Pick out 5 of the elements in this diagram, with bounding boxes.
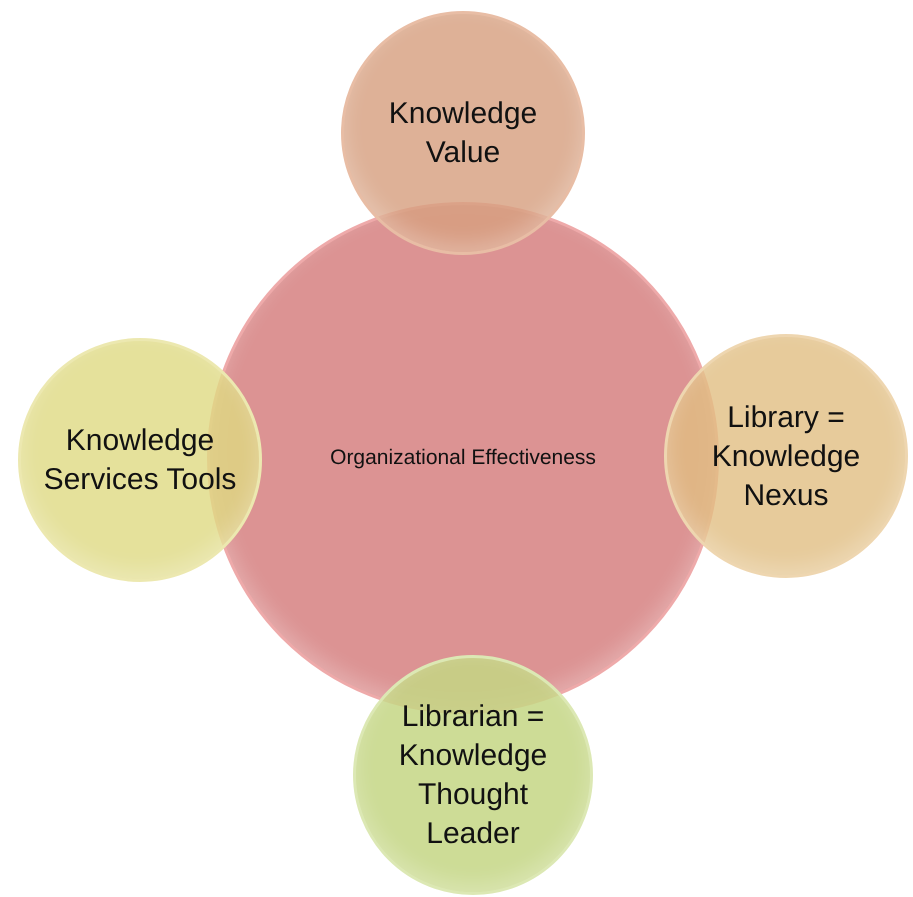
- node-label: Organizational Effectiveness: [330, 445, 596, 472]
- node-label: Library = Knowledge Nexus: [710, 400, 862, 514]
- node-label: Knowledge Value: [388, 96, 538, 171]
- node-label: Librarian = Knowledge Thought Leader: [398, 699, 548, 852]
- node-label: Knowledge Services Tools: [42, 423, 238, 498]
